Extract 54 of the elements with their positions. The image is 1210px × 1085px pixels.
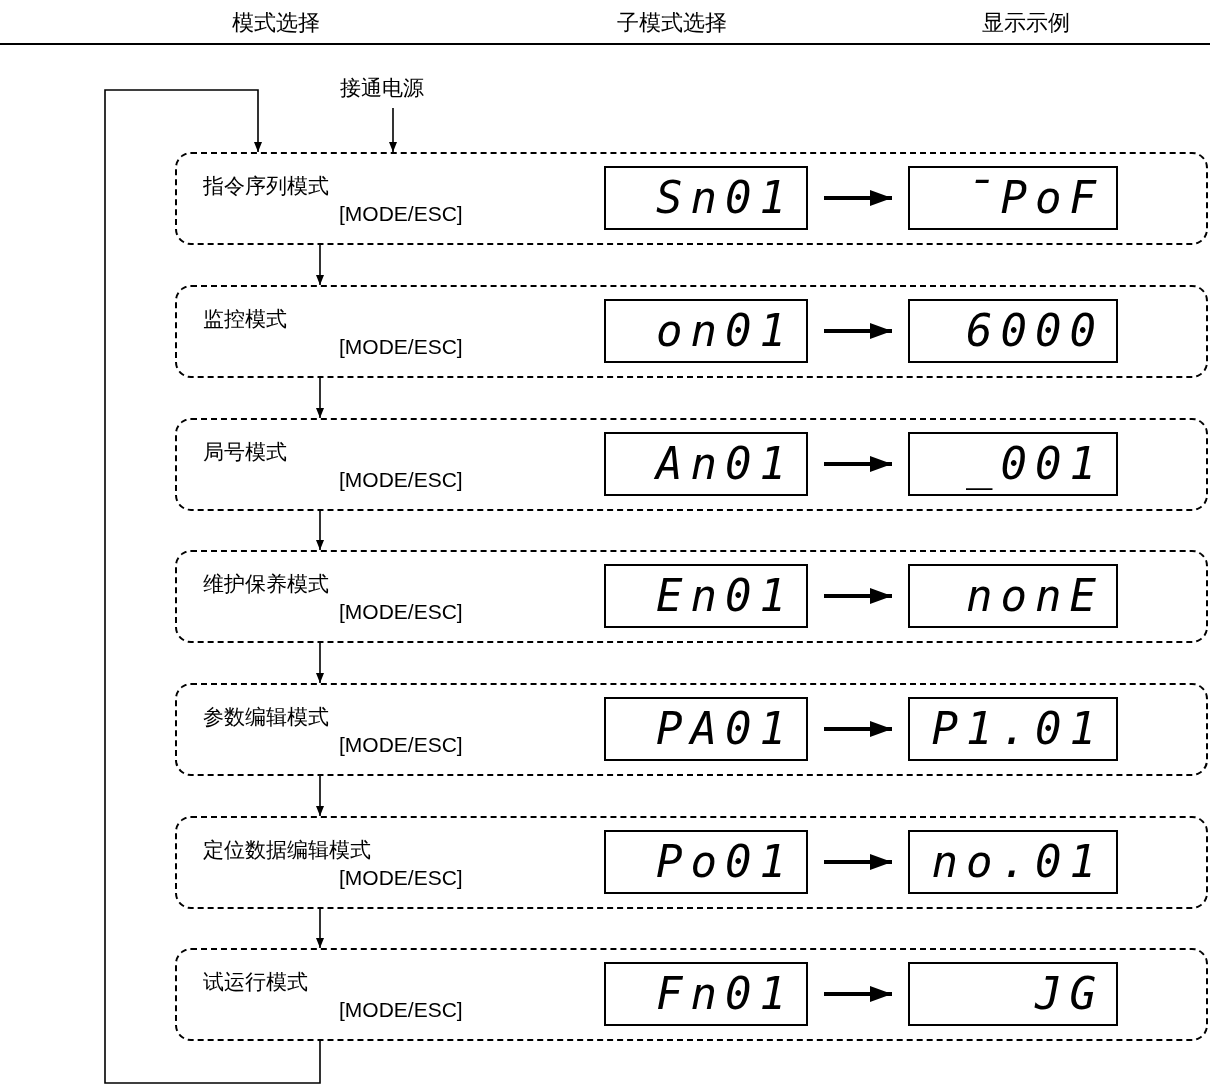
arrow bbox=[824, 323, 892, 339]
segment-display: JG bbox=[908, 962, 1118, 1026]
arrow bbox=[316, 775, 324, 817]
arrow bbox=[824, 854, 892, 870]
arrow bbox=[104, 89, 321, 1084]
arrow bbox=[824, 588, 892, 604]
arrow bbox=[824, 190, 892, 206]
mode-name: 定位数据编辑模式 bbox=[203, 837, 371, 864]
mode-name: 试运行模式 bbox=[203, 969, 308, 996]
key-label: [MODE/ESC] bbox=[339, 468, 463, 492]
segment-display: En01 bbox=[604, 564, 808, 628]
mode-box bbox=[175, 816, 1208, 909]
arrow bbox=[316, 377, 324, 419]
segment-display: PA01 bbox=[604, 697, 808, 761]
segment-display: _001 bbox=[908, 432, 1118, 496]
mode-box bbox=[175, 418, 1208, 511]
start-label: 接通电源 bbox=[340, 74, 424, 102]
mode-box bbox=[175, 550, 1208, 643]
arrow bbox=[316, 244, 324, 286]
key-label: [MODE/ESC] bbox=[339, 202, 463, 226]
segment-display: An01 bbox=[604, 432, 808, 496]
segment-display: Po01 bbox=[604, 830, 808, 894]
column-heading: 模式选择 bbox=[232, 9, 320, 37]
mode-name: 维护保养模式 bbox=[203, 571, 329, 598]
mode-name: 指令序列模式 bbox=[203, 173, 329, 200]
key-label: [MODE/ESC] bbox=[339, 998, 463, 1022]
key-label: [MODE/ESC] bbox=[339, 335, 463, 359]
arrow bbox=[316, 510, 324, 551]
key-label: [MODE/ESC] bbox=[339, 866, 463, 890]
segment-display: on01 bbox=[604, 299, 808, 363]
arrow bbox=[389, 107, 397, 153]
mode-box bbox=[175, 948, 1208, 1041]
mode-box bbox=[175, 152, 1208, 245]
column-heading: 显示示例 bbox=[982, 9, 1070, 37]
segment-display: ¯PoF bbox=[908, 166, 1118, 230]
arrow bbox=[316, 642, 324, 684]
arrow bbox=[316, 908, 324, 949]
mode-name: 局号模式 bbox=[203, 439, 287, 466]
segment-display: no.01 bbox=[908, 830, 1118, 894]
arrow bbox=[824, 456, 892, 472]
mode-box bbox=[175, 285, 1208, 378]
segment-display: Sn01 bbox=[604, 166, 808, 230]
mode-name: 监控模式 bbox=[203, 306, 287, 333]
key-label: [MODE/ESC] bbox=[339, 600, 463, 624]
column-heading: 子模式选择 bbox=[617, 9, 727, 37]
arrow bbox=[824, 986, 892, 1002]
key-label: [MODE/ESC] bbox=[339, 733, 463, 757]
segment-display: nonE bbox=[908, 564, 1118, 628]
mode-name: 参数编辑模式 bbox=[203, 704, 329, 731]
segment-display: Fn01 bbox=[604, 962, 808, 1026]
segment-display: P1.01 bbox=[908, 697, 1118, 761]
segment-display: 6000 bbox=[908, 299, 1118, 363]
mode-box bbox=[175, 683, 1208, 776]
arrow bbox=[824, 721, 892, 737]
